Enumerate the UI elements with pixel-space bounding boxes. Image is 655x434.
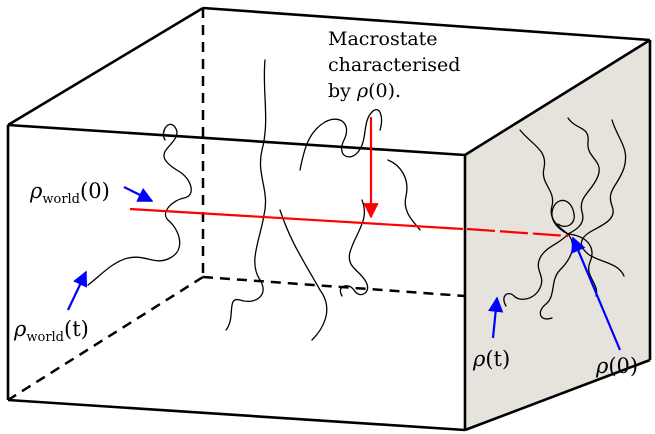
trajectory-6 bbox=[387, 159, 421, 231]
label-rho-t-symbol: ρ bbox=[472, 347, 486, 371]
label-rho-t-arg: (t) bbox=[485, 347, 510, 371]
front-bottom-edge bbox=[7, 398, 466, 432]
back-left-bottom-edge bbox=[7, 275, 204, 402]
caption-line-3: by ρ(0). bbox=[328, 78, 460, 104]
caption-line-2: characterised bbox=[328, 54, 461, 76]
face-trajectory-3 bbox=[580, 119, 627, 277]
top-back-edge bbox=[202, 6, 651, 42]
arrow-rho-0 bbox=[571, 236, 622, 351]
trajectories-box bbox=[87, 59, 421, 341]
face-trajectory-4 bbox=[503, 233, 569, 307]
label-rho-world-t-subscript: world bbox=[26, 330, 64, 345]
label-rho-world-0-arg: (0) bbox=[80, 179, 110, 203]
trajectory-2 bbox=[225, 59, 267, 331]
trajectory-1 bbox=[87, 123, 192, 286]
trajectory-4 bbox=[299, 109, 383, 171]
arrow-rho-world-0 bbox=[123, 186, 154, 202]
trajectory-5 bbox=[339, 199, 369, 297]
caption-suffix: (0). bbox=[368, 80, 402, 102]
arrow-rho-t bbox=[487, 296, 504, 339]
right-bottom-edge bbox=[464, 358, 651, 432]
label-rho-world-0: ρworld(0) bbox=[29, 179, 110, 207]
top-left-edge bbox=[7, 6, 204, 127]
arrow-rho-world-t bbox=[67, 270, 88, 311]
hidden-edges bbox=[7, 8, 466, 402]
top-front-edge bbox=[7, 123, 466, 157]
face-trajectory-7 bbox=[551, 199, 575, 235]
label-rho-0-arg: (0) bbox=[608, 354, 638, 378]
trajectory-3 bbox=[279, 209, 328, 341]
top-right-edge bbox=[464, 38, 651, 157]
label-rho-world-t-arg: (t) bbox=[64, 317, 89, 341]
box-edges bbox=[6, 6, 652, 432]
label-rho-world-0-symbol: ρ bbox=[29, 179, 43, 203]
label-rho-t: ρ(t) bbox=[472, 347, 510, 371]
face-trajectory-1 bbox=[519, 129, 569, 235]
label-rho-world-0-subscript: world bbox=[42, 192, 80, 207]
label-rho-world-t-symbol: ρ bbox=[13, 317, 27, 341]
caption-prefix: by bbox=[328, 80, 357, 102]
label-rho-0-symbol: ρ bbox=[595, 354, 609, 378]
face-trajectory-2 bbox=[567, 117, 600, 235]
caption-line-1: Macrostate bbox=[328, 28, 438, 50]
projection-line-dashed bbox=[466, 227, 569, 238]
label-rho-world-t: ρworld(t) bbox=[13, 317, 89, 345]
back-bottom-edge bbox=[202, 275, 466, 298]
projection-line-solid bbox=[129, 207, 464, 231]
label-rho-0: ρ(0) bbox=[595, 354, 638, 378]
caption-rho-symbol: ρ bbox=[356, 80, 369, 102]
macrostate-caption: Macrostate characterised by ρ(0). bbox=[328, 26, 460, 104]
